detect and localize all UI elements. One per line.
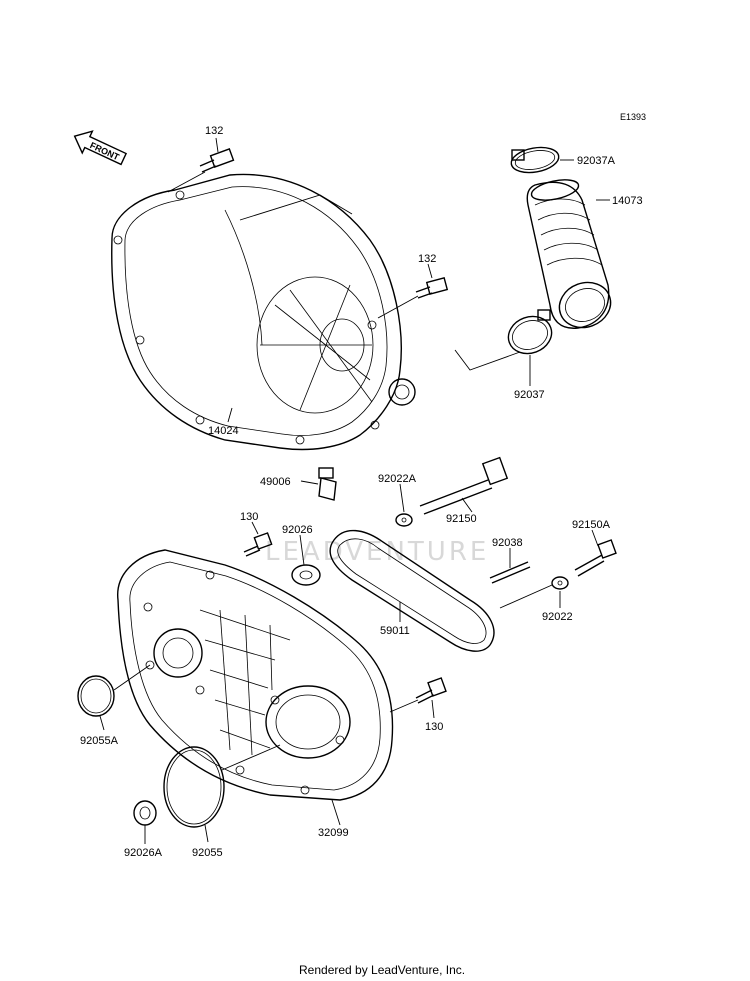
washer-92022 <box>551 576 569 590</box>
washer-92026A <box>133 800 157 826</box>
label-49006: 49006 <box>260 476 291 488</box>
diagram-code: E1393 <box>620 112 646 122</box>
label-92026A: 92026A <box>124 847 163 859</box>
label-92022: 92022 <box>542 611 573 623</box>
label-32099: 32099 <box>318 827 349 839</box>
label-92150A: 92150A <box>572 519 611 531</box>
label-92150: 92150 <box>446 513 477 525</box>
oring-92055 <box>163 746 225 828</box>
bolt-132-mid <box>415 277 449 299</box>
watermark: LEADVENTURE <box>265 537 489 567</box>
watermark-text: LEADVENTURE <box>265 537 489 567</box>
clamp-92037A <box>510 146 560 174</box>
label-92055A: 92055A <box>80 735 119 747</box>
outer-cover-14024 <box>111 173 416 451</box>
footer-credit: Rendered by LeadVenture, Inc. <box>299 963 465 977</box>
label-92037A: 92037A <box>577 155 616 167</box>
bolt-132-top <box>199 148 235 173</box>
label-132-top: 132 <box>205 125 223 137</box>
label-132-mid: 132 <box>418 253 436 265</box>
pin-92038 <box>489 561 531 584</box>
inner-case-32099 <box>117 549 394 801</box>
bolt-130-top <box>243 532 273 557</box>
grommet-49006 <box>318 467 337 501</box>
label-92037: 92037 <box>514 389 545 401</box>
label-92022A: 92022A <box>378 473 417 485</box>
clamp-92037 <box>507 309 553 355</box>
label-92038: 92038 <box>492 537 523 549</box>
belt-59011 <box>329 529 495 652</box>
label-92026: 92026 <box>282 524 313 536</box>
label-14073: 14073 <box>612 195 643 207</box>
bolt-130-bot <box>415 677 447 704</box>
label-92055: 92055 <box>192 847 223 859</box>
label-130-top: 130 <box>240 511 258 523</box>
front-arrow-icon: FRONT <box>73 130 128 166</box>
label-14024: 14024 <box>208 425 239 437</box>
label-59011: 59011 <box>380 625 410 637</box>
bolt-92150 <box>419 456 509 515</box>
oring-92055A <box>77 675 115 717</box>
washer-92022A <box>395 513 413 527</box>
bolt-92150A <box>574 539 617 577</box>
washer-92026 <box>291 564 321 586</box>
label-130-bot: 130 <box>425 721 443 733</box>
duct-14073 <box>526 179 612 329</box>
